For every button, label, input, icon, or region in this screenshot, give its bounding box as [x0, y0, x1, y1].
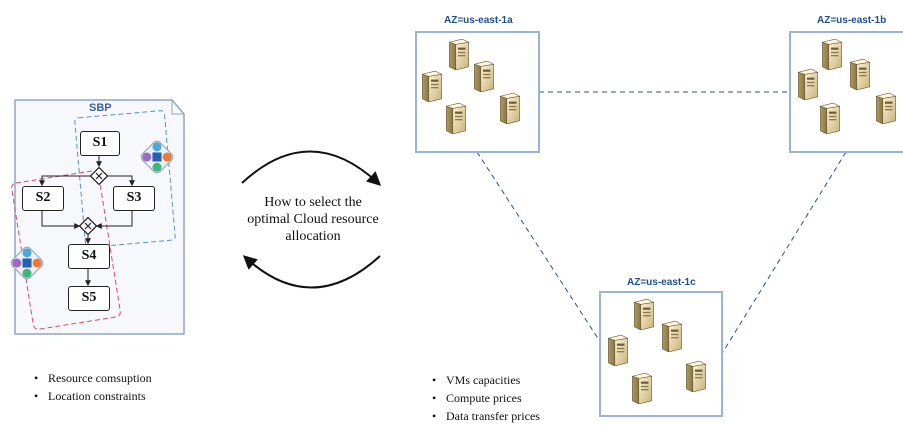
server-icon	[631, 372, 653, 404]
list-item: Location constraints	[34, 387, 152, 405]
server-icon	[819, 102, 841, 134]
server-icon	[473, 60, 495, 92]
question-text: How to select the optimal Cloud resource…	[238, 194, 388, 245]
step-s5: S5	[68, 286, 110, 311]
server-icon	[797, 68, 819, 100]
list-item: VMs capacities	[432, 371, 540, 389]
question-line-1: How to select the	[264, 195, 362, 210]
zone-a-label: AZ=us-east-1a	[444, 15, 513, 26]
sbp-title: SBP	[89, 102, 112, 114]
server-icon	[633, 298, 655, 330]
server-icon	[849, 58, 871, 90]
blue-region	[74, 110, 176, 248]
step-s2: S2	[22, 186, 64, 211]
server-icon	[499, 92, 521, 124]
question-line-3: allocation	[285, 229, 341, 244]
flow-connectors	[39, 156, 135, 287]
server-icon	[661, 320, 683, 352]
gateway-split	[89, 166, 109, 186]
step-s3: S3	[113, 186, 155, 211]
cycle-arrow-bottom-icon	[242, 255, 381, 289]
zone-c-label: AZ=us-east-1c	[627, 277, 696, 288]
server-icon	[421, 70, 443, 102]
list-item: Compute prices	[432, 389, 540, 407]
step-s1: S1	[80, 131, 120, 156]
zone-b-label: AZ=us-east-1b	[817, 15, 887, 26]
zone-links	[476, 91, 847, 361]
server-icon	[875, 92, 897, 124]
server-icon	[685, 360, 707, 392]
server-icon	[821, 38, 843, 70]
server-icon	[448, 38, 470, 70]
left-bullet-list: Resource comsuption Location constraints	[34, 369, 152, 405]
step-s4: S4	[68, 244, 110, 269]
server-icon	[445, 102, 467, 134]
right-bullet-list: VMs capacities Compute prices Data trans…	[432, 371, 540, 425]
list-item: Resource comsuption	[34, 369, 152, 387]
list-item: Data transfer prices	[432, 407, 540, 425]
gateway-join	[78, 216, 98, 236]
cycle-arrow-top-icon	[241, 150, 382, 186]
question-line-2: optimal Cloud resource	[247, 212, 379, 227]
server-icon	[607, 334, 629, 366]
